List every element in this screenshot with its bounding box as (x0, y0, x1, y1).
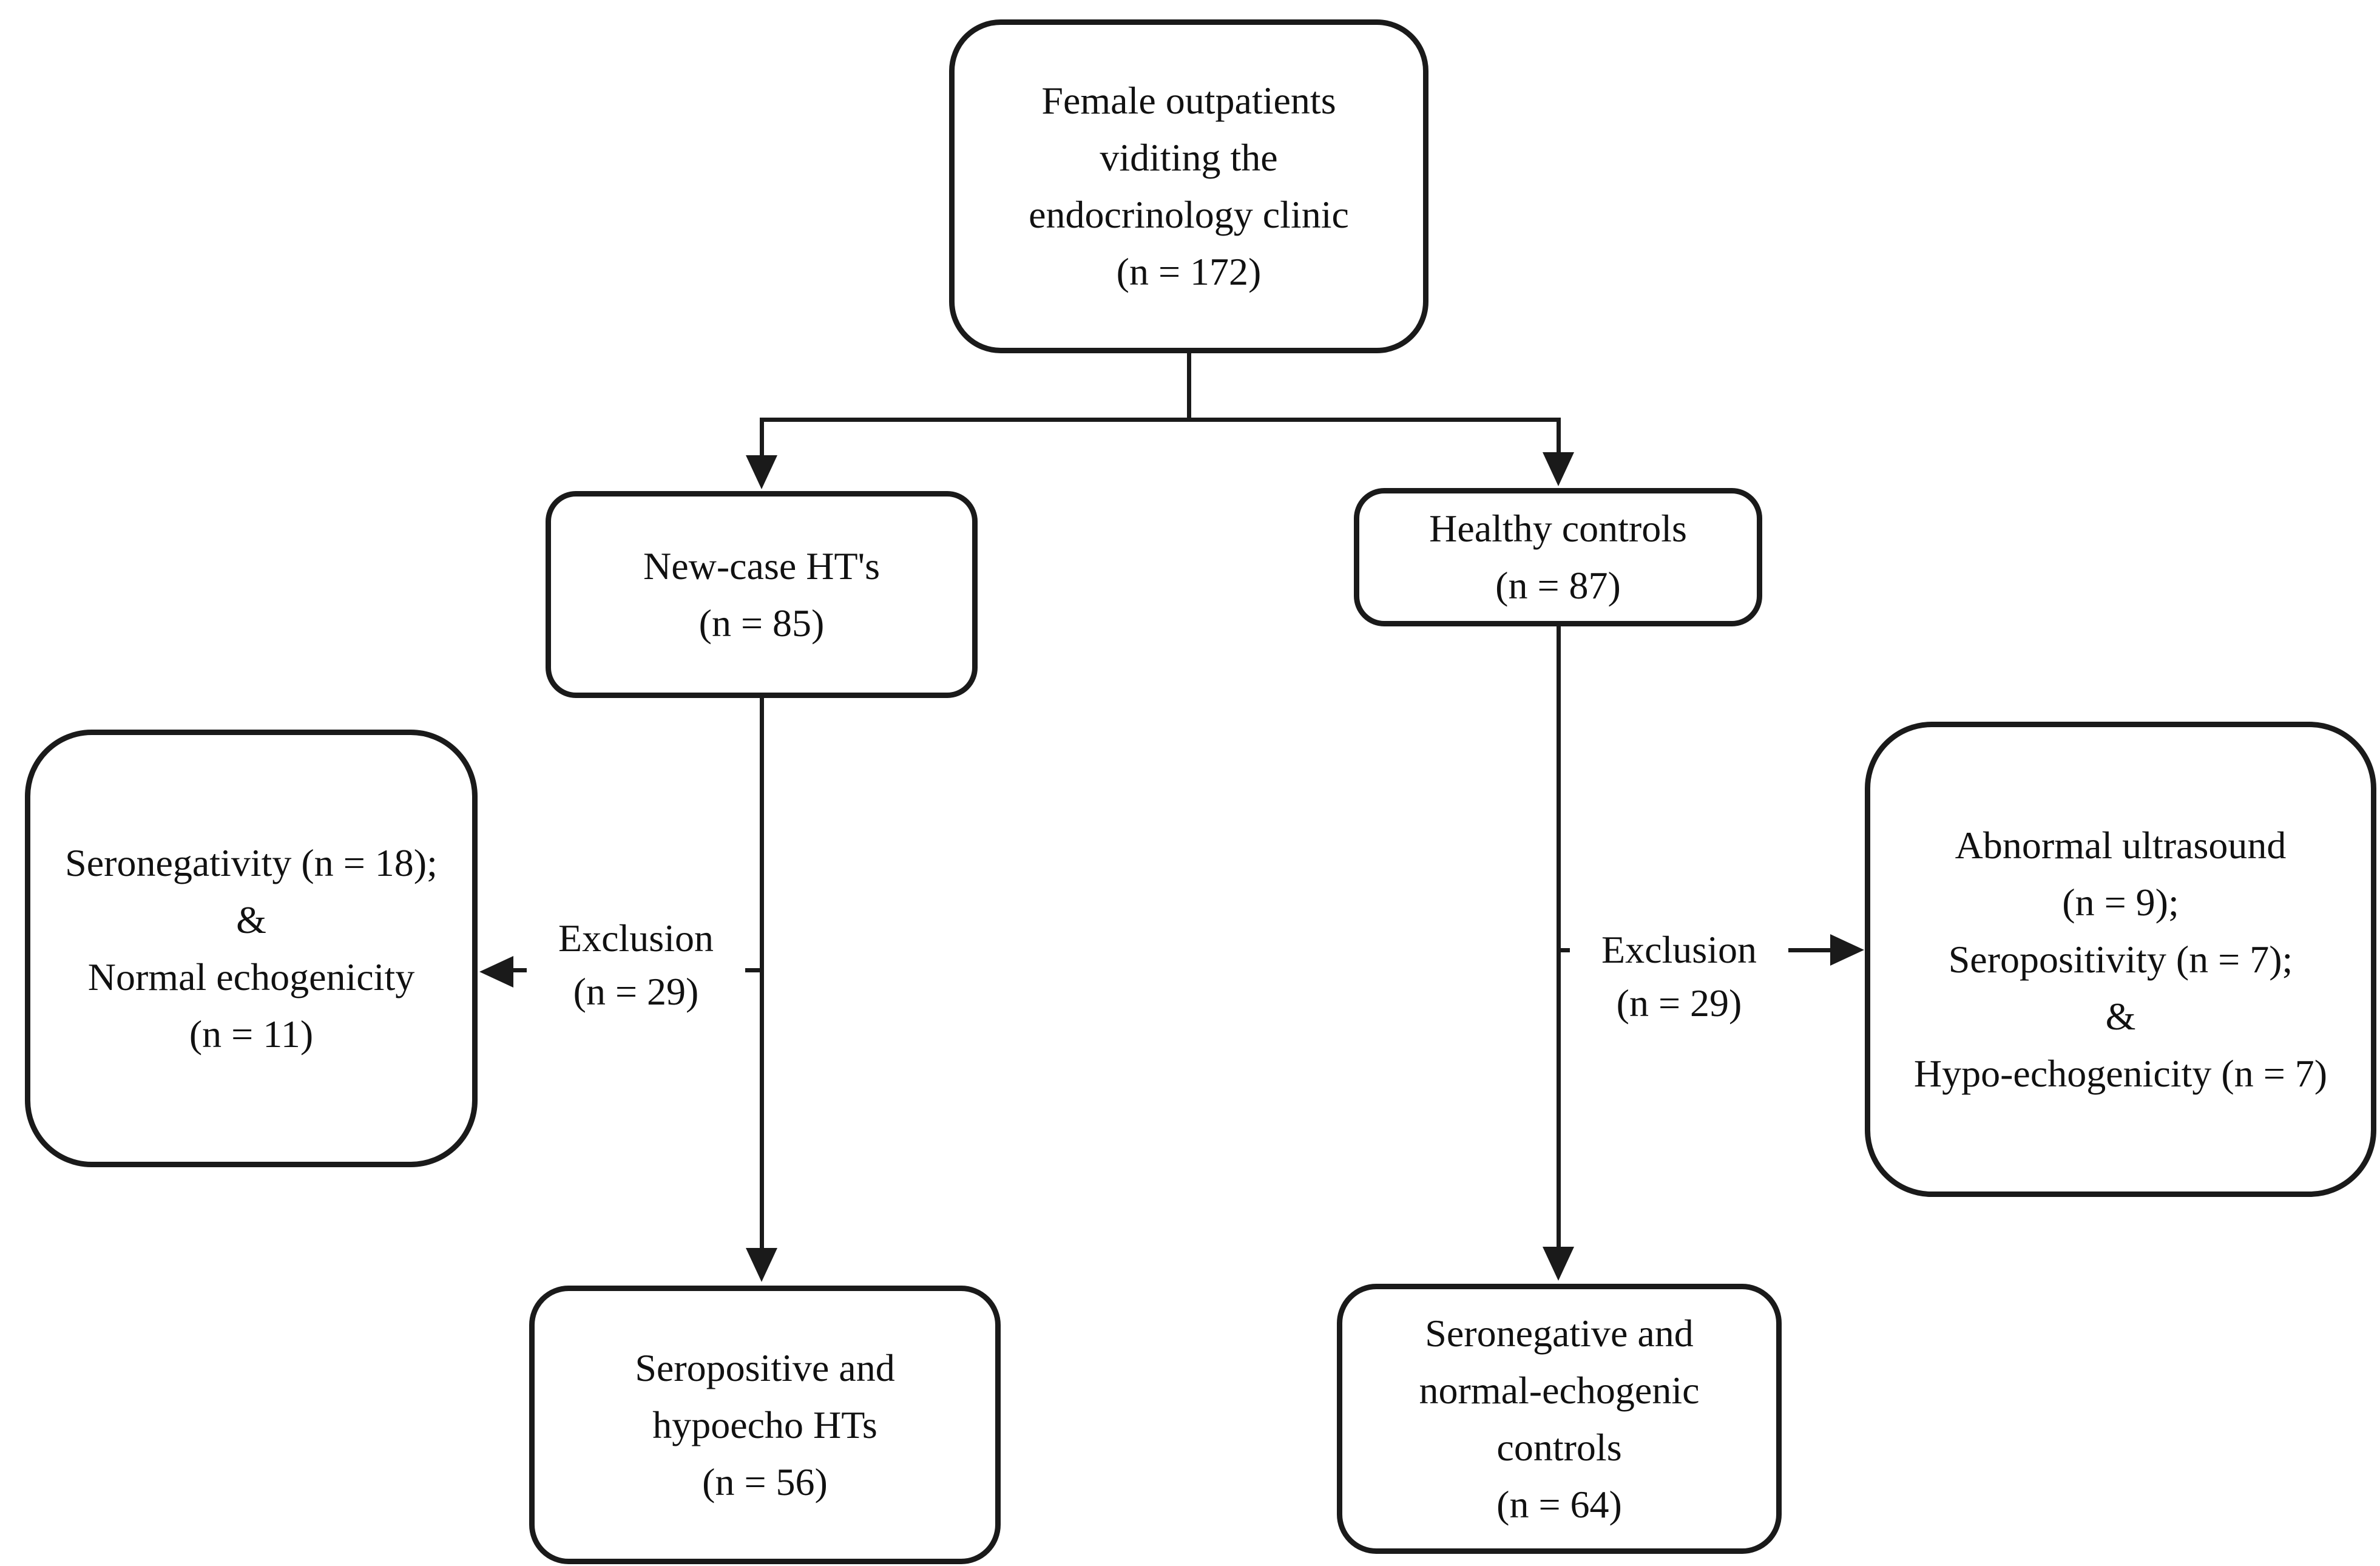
node-text-line: Hypo-echogenicity (n = 7) (1913, 1051, 2328, 1095)
node-seropositive-hypoecho-hts: Seropositive and hypoecho HTs (n = 56) (529, 1286, 1001, 1564)
connector-branch-left (760, 418, 764, 461)
node-excluded-left: Seronegativity (n = 18); & Normal echoge… (25, 730, 478, 1167)
node-text-line: Seropositivity (n = 7); (1948, 937, 2293, 981)
node-text-line: viditing the (1100, 136, 1278, 179)
node-text-line: (n = 11) (189, 1012, 314, 1056)
node-text-line: Seronegative and (1425, 1311, 1694, 1355)
node-text-line: (n = 87) (1495, 564, 1621, 607)
node-text-line: (n = 9); (2062, 880, 2179, 924)
connector-top-split (760, 418, 1560, 422)
node-text-line: (n = 85) (698, 601, 825, 645)
label-text-line: Exclusion (558, 917, 714, 960)
node-text-line: endocrinology clinic (1029, 193, 1349, 236)
node-text-line: (n = 64) (1496, 1482, 1622, 1526)
arrowhead-into-final-left (746, 1248, 777, 1282)
node-new-case-hts: New-case HT's (n = 85) (546, 491, 978, 698)
node-text-line: Healthy controls (1429, 507, 1687, 550)
node-text-line: Normal echogenicity (87, 955, 415, 998)
node-text-line: Seronegativity (n = 18); (65, 841, 438, 884)
arrowhead-into-excluded-right (1830, 934, 1864, 966)
node-seronegative-controls: Seronegative and normal-echogenic contro… (1337, 1284, 1782, 1554)
arrowhead-into-final-right (1543, 1247, 1574, 1281)
node-excluded-right: Abnormal ultrasound (n = 9); Seropositiv… (1865, 722, 2376, 1197)
node-text-line: New-case HT's (643, 544, 881, 588)
node-text-line: Female outpatients (1041, 79, 1336, 122)
node-text-line: & (2105, 994, 2136, 1038)
label-text-line: (n = 29) (573, 970, 699, 1013)
node-healthy-controls: Healthy controls (n = 87) (1354, 488, 1762, 626)
connector-newcase-to-final (760, 695, 764, 1254)
arrowhead-into-excluded-left (479, 956, 513, 988)
connector-branch-right (1557, 418, 1561, 458)
node-text-line: Abnormal ultrasound (1955, 823, 2287, 867)
label-text-line: (n = 29) (1616, 981, 1742, 1025)
node-text-line: Seropositive and (635, 1346, 895, 1389)
node-text-line: controls (1496, 1425, 1622, 1469)
connector-healthy-to-final (1557, 622, 1561, 1253)
label-exclusion-left: Exclusion (n = 29) (527, 912, 745, 1019)
node-text-line: & (236, 898, 266, 941)
label-text-line: Exclusion (1601, 928, 1757, 971)
node-text-line: hypoecho HTs (652, 1403, 877, 1446)
arrowhead-into-healthy (1543, 452, 1574, 486)
arrowhead-into-newcase (746, 455, 777, 489)
label-exclusion-right: Exclusion (n = 29) (1570, 923, 1788, 1030)
node-text-line: (n = 56) (702, 1460, 828, 1503)
node-female-outpatients: Female outpatients viditing the endocrin… (949, 19, 1428, 353)
node-text-line: (n = 172) (1116, 250, 1262, 293)
node-text-line: normal-echogenic (1419, 1368, 1700, 1412)
connector-top-stem (1187, 353, 1191, 420)
